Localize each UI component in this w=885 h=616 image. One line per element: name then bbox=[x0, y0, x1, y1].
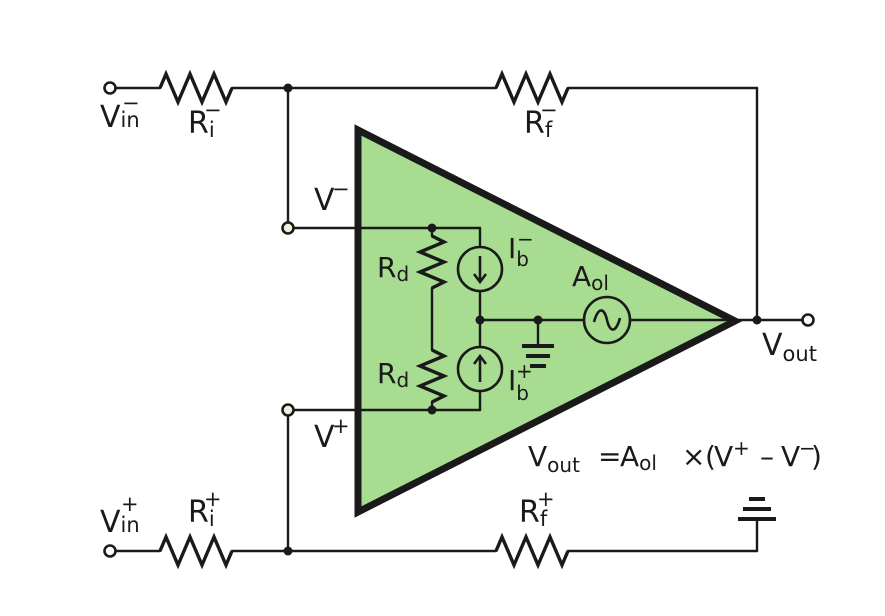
junction-dot bbox=[283, 83, 293, 93]
sine-wave-icon bbox=[592, 309, 622, 331]
label-rd-bottom: Rd bbox=[377, 357, 409, 392]
inverting-input-wires bbox=[286, 223, 485, 415]
label-ib-plus: Ib bbox=[508, 364, 529, 405]
label-rf-minus: Rf bbox=[524, 106, 553, 142]
junction-dot bbox=[427, 223, 437, 233]
label-vout: Vout bbox=[762, 328, 817, 366]
label-v-plus: V bbox=[314, 420, 335, 455]
gain-stage bbox=[478, 295, 804, 368]
label-vin-minus: Vin bbox=[100, 100, 140, 135]
current-source-ib-plus bbox=[456, 345, 504, 393]
junction-dot bbox=[283, 546, 293, 556]
svg-text:(: ( bbox=[705, 440, 716, 473]
top-input-path bbox=[114, 69, 759, 324]
terminal-vout bbox=[801, 313, 815, 327]
svg-text:−: − bbox=[799, 436, 816, 460]
terminal-vin-minus bbox=[103, 81, 117, 95]
junction-dot bbox=[752, 315, 762, 325]
label-aol: Aol bbox=[572, 260, 609, 295]
resistor-ri-minus bbox=[158, 69, 234, 107]
label-ri-minus: Ri bbox=[188, 106, 215, 142]
svg-text:–: – bbox=[760, 440, 774, 473]
label-ri-minus-sup: − bbox=[204, 98, 222, 122]
terminal-vin-plus bbox=[103, 544, 117, 558]
resistor-rf-plus bbox=[494, 532, 570, 570]
svg-text:+: + bbox=[733, 436, 750, 460]
label-vin-minus-sup: − bbox=[122, 91, 140, 115]
bottom-input-path bbox=[114, 408, 759, 570]
ground-symbol-rf-plus bbox=[738, 497, 776, 521]
label-vin-plus-sup: + bbox=[121, 492, 139, 516]
label-rf-plus-sup: + bbox=[537, 487, 555, 511]
resistor-ri-plus bbox=[158, 532, 234, 570]
terminal-v-minus bbox=[281, 221, 295, 235]
current-source-ib-minus bbox=[456, 245, 504, 293]
label-rd-top: Rd bbox=[377, 251, 409, 286]
label-ib-plus-sup: + bbox=[516, 359, 533, 383]
resistor-rf-minus bbox=[494, 69, 570, 107]
label-ri-plus-sup: + bbox=[204, 487, 222, 511]
svg-text:Aol: Aol bbox=[620, 440, 657, 475]
terminal-v-plus bbox=[281, 403, 295, 417]
label-rf-plus: Rf bbox=[519, 495, 548, 531]
svg-text:=: = bbox=[598, 440, 621, 473]
svg-text:×: × bbox=[682, 440, 705, 473]
svg-text:Vout: Vout bbox=[528, 440, 580, 477]
label-ib-minus-sup: − bbox=[517, 227, 534, 251]
label-v-plus-sup: + bbox=[332, 414, 350, 438]
resistor-rd-bottom bbox=[415, 348, 449, 404]
label-ri-plus: Ri bbox=[188, 495, 215, 531]
label-ib-minus: Ib bbox=[508, 232, 529, 271]
label-v-minus: V bbox=[314, 183, 335, 218]
junction-dot bbox=[427, 405, 437, 415]
label-rf-minus-sup: − bbox=[540, 98, 558, 122]
svg-text:V: V bbox=[781, 440, 800, 473]
svg-text:): ) bbox=[811, 440, 822, 473]
svg-text:V: V bbox=[714, 440, 733, 473]
label-v-minus-sup: − bbox=[332, 177, 350, 201]
resistor-rd-top bbox=[415, 234, 449, 290]
label-vin-plus: Vin bbox=[100, 505, 140, 540]
gain-equation: Vout = Aol × ( V + – V − ) bbox=[528, 436, 822, 477]
